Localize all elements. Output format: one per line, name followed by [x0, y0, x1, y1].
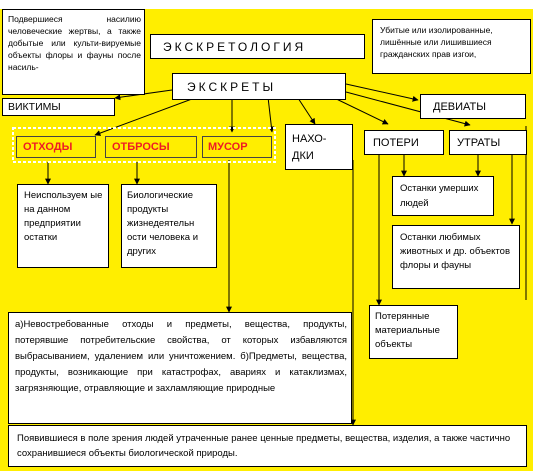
bio-products-text: Биологические продукты жизнедеятельн ост… [127, 190, 198, 257]
arrow-to-deviants [345, 83, 419, 102]
arrow-to-bereavements [345, 91, 471, 127]
dead-remains-text: Останки умерших людей [400, 183, 479, 209]
deviants-note-box: Убитые или изолированные, лишённые или л… [372, 19, 531, 74]
finds-def-text: Появившиеся в поле зрения людей утраченн… [17, 433, 511, 459]
bereavements-box: УТРАТЫ [449, 130, 527, 155]
finds-box: НАХО-ДКИ [285, 124, 353, 170]
garbage-def-text: а)Невостребованные отходы и предметы, ве… [15, 319, 347, 394]
discards-label: ОТБРОСЫ [112, 141, 170, 153]
dashed-group-frame [12, 127, 276, 163]
unused-remains-text: Неиспользуем ые на данном предприятии ос… [24, 190, 103, 243]
waste-label: ОТХОДЫ [23, 141, 73, 153]
deviants-label: ДЕВИАТЫ [433, 101, 486, 113]
garbage-def-box: а)Невостребованные отходы и предметы, ве… [8, 312, 352, 424]
victims-box: ВИКТИМЫ [2, 98, 115, 116]
finds-label: НАХО-ДКИ [292, 133, 327, 162]
garbage-box: МУСОР [202, 136, 272, 158]
dead-remains-box: Останки умерших людей [392, 176, 494, 216]
victims-note-text: Подвершиеся насилию человеческие жертвы,… [8, 14, 141, 72]
deviants-note-text: Убитые или изолированные, лишённые или л… [380, 25, 493, 59]
lost-objects-text: Потерянные материальные объекты [375, 311, 440, 350]
excrets-label: ЭКСКРЕТЫ [187, 80, 277, 94]
bereavements-label: УТРАТЫ [457, 137, 501, 149]
losses-box: ПОТЕРИ [364, 130, 444, 155]
victims-note-box: Подвершиеся насилию человеческие жертвы,… [2, 9, 145, 95]
pet-remains-box: Останки любимых животных и др. объектов … [392, 225, 520, 289]
waste-box: ОТХОДЫ [16, 136, 96, 158]
pet-remains-text: Останки любимых животных и др. объектов … [400, 232, 511, 271]
title-box: ЭКСКРЕТОЛОГИЯ [150, 34, 365, 59]
arrow-to-waste [94, 95, 201, 136]
lost-objects-box: Потерянные материальные объекты [369, 305, 458, 359]
arrow-to-garbage [267, 96, 275, 133]
page-title: ЭКСКРЕТОЛОГИЯ [163, 40, 307, 54]
deviants-box: ДЕВИАТЫ [420, 94, 526, 119]
discards-box: ОТБРОСЫ [105, 136, 197, 158]
unused-remains-box: Неиспользуем ые на данном предприятии ос… [17, 184, 109, 268]
victims-label: ВИКТИМЫ [8, 101, 61, 113]
finds-def-box: Появившиеся в поле зрения людей утраченн… [8, 425, 527, 467]
excrets-box: ЭКСКРЕТЫ [172, 73, 346, 100]
garbage-label: МУСОР [208, 141, 248, 153]
bio-products-box: Биологические продукты жизнедеятельн ост… [121, 184, 217, 268]
losses-label: ПОТЕРИ [373, 137, 419, 149]
